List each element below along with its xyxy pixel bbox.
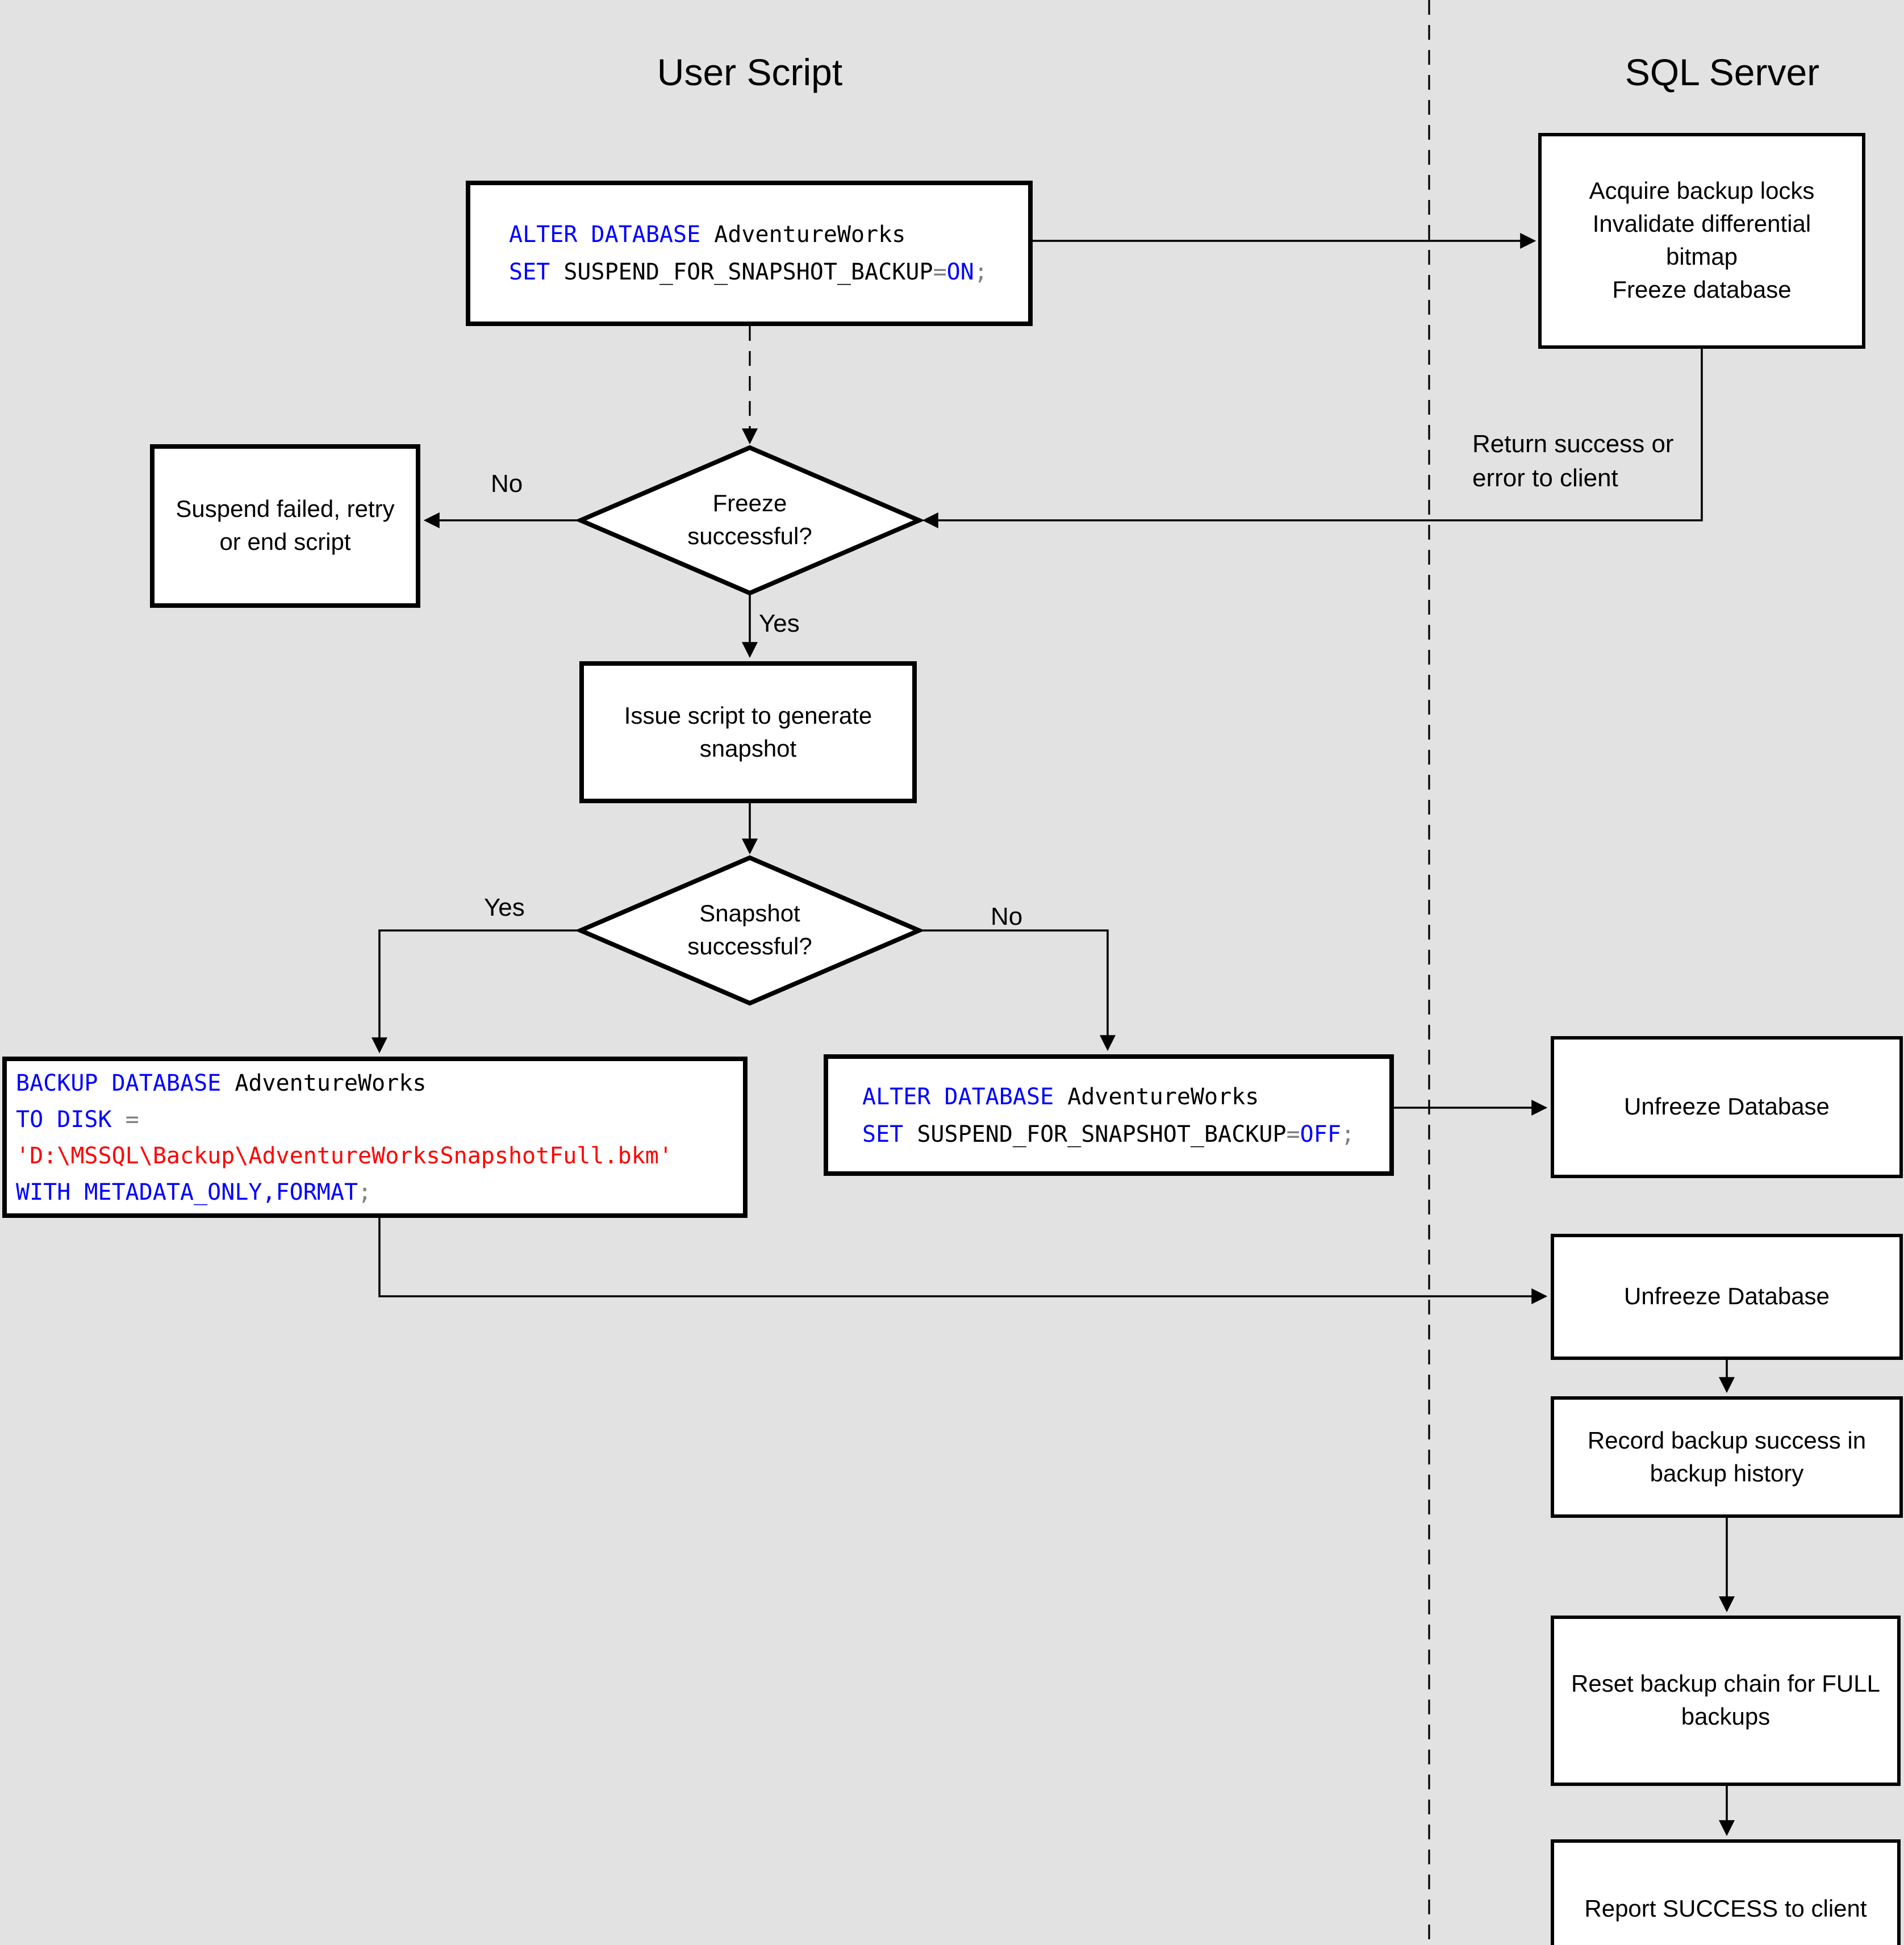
node-record-backup-history: Record backup success in backup history xyxy=(1551,1396,1903,1518)
sql-operator: ; xyxy=(1341,1120,1355,1147)
node-text: Unfreeze Database xyxy=(1624,1284,1830,1310)
sql-keyword: ALTER DATABASE xyxy=(509,220,701,248)
node-text: Report SUCCESS to client xyxy=(1584,1896,1867,1922)
node-alter-database-suspend-off: ALTER DATABASE AdventureWorks SET SUSPEN… xyxy=(824,1054,1394,1176)
sql-line: TO DISK = xyxy=(16,1101,139,1137)
node-unfreeze-database-1: Unfreeze Database xyxy=(1551,1036,1903,1178)
sql-line: WITH METADATA_ONLY,FORMAT; xyxy=(16,1174,371,1210)
sql-string: 'D:\MSSQL\Backup\AdventureWorksSnapshotF… xyxy=(16,1142,673,1169)
node-text-line: Freeze database xyxy=(1612,277,1792,303)
sql-keyword: BACKUP DATABASE xyxy=(16,1069,222,1096)
node-unfreeze-database-2: Unfreeze Database xyxy=(1551,1234,1903,1360)
sql-line: ALTER DATABASE AdventureWorks xyxy=(862,1078,1259,1115)
node-suspend-failed: Suspend failed, retry or end script xyxy=(150,444,420,608)
lane-title-sql-server: SQL Server xyxy=(1625,51,1820,93)
lane-title-user-script: User Script xyxy=(657,51,843,93)
node-report-success: Report SUCCESS to client xyxy=(1551,1839,1901,1945)
edge-label-freeze-yes: Yes xyxy=(759,609,800,637)
sql-identifier: AdventureWorks xyxy=(700,220,906,248)
decision-freeze-successful-shape xyxy=(574,445,925,596)
edge-label-snapshot-no: No xyxy=(991,902,1023,930)
edge-server-freeze-to-freeze-question xyxy=(922,349,1703,528)
node-reset-backup-chain: Reset backup chain for FULL backups xyxy=(1551,1616,1901,1786)
sql-operator: = xyxy=(125,1105,139,1133)
sql-keyword: TO DISK xyxy=(16,1105,126,1133)
sql-operator: ; xyxy=(974,258,988,285)
sql-identifier: AdventureWorks xyxy=(1054,1082,1259,1109)
node-text: Reset backup chain for FULL backups xyxy=(1571,1671,1880,1730)
node-text: Suspend failed, retry or end script xyxy=(176,496,395,556)
edge-label-snapshot-yes: Yes xyxy=(484,893,525,921)
sql-operator: = xyxy=(1286,1120,1300,1147)
sql-line: SET SUSPEND_FOR_SNAPSHOT_BACKUP=OFF; xyxy=(862,1115,1355,1153)
sql-operator: ; xyxy=(358,1178,372,1205)
decision-snapshot-successful-shape xyxy=(574,855,925,1006)
sql-line: ALTER DATABASE AdventureWorks xyxy=(509,216,905,253)
sql-line: BACKUP DATABASE AdventureWorks xyxy=(16,1065,427,1101)
sql-keyword: ON xyxy=(946,258,974,285)
edge-backup-to-unfreeze-2 xyxy=(378,1218,1548,1304)
node-text: Record backup success in backup history xyxy=(1587,1428,1867,1487)
sql-keyword: OFF xyxy=(1300,1120,1341,1147)
sql-identifier: SUSPEND_FOR_SNAPSHOT_BACKUP xyxy=(903,1120,1287,1147)
edge-label-freeze-no: No xyxy=(491,469,523,498)
node-text-line: Acquire backup locks xyxy=(1589,178,1815,204)
edge-snapshot-no-to-alter-off xyxy=(919,929,1116,1051)
node-text-line: Invalidate differential bitmap xyxy=(1592,211,1811,270)
sql-identifier: SUSPEND_FOR_SNAPSHOT_BACKUP xyxy=(550,258,933,285)
sql-keyword: ALTER DATABASE xyxy=(862,1082,1054,1109)
node-text: Issue script to generate snapshot xyxy=(624,703,872,762)
sql-keyword: WITH METADATA_ONLY,FORMAT xyxy=(16,1178,358,1205)
node-text: Unfreeze Database xyxy=(1624,1094,1830,1120)
edge-snapshot-yes-to-backup xyxy=(371,929,581,1054)
sql-operator: = xyxy=(933,258,947,285)
sql-identifier: AdventureWorks xyxy=(221,1069,427,1096)
node-acquire-locks-freeze-database: Acquire backup locks Invalidate differen… xyxy=(1538,133,1865,349)
node-alter-database-suspend-on: ALTER DATABASE AdventureWorks SET SUSPEN… xyxy=(466,181,1033,326)
node-issue-script-generate-snapshot: Issue script to generate snapshot xyxy=(579,661,917,803)
node-backup-database-metadata-only: BACKUP DATABASE AdventureWorks TO DISK =… xyxy=(2,1057,748,1218)
sql-line: SET SUSPEND_FOR_SNAPSHOT_BACKUP=ON; xyxy=(509,253,988,291)
sql-line: 'D:\MSSQL\Backup\AdventureWorksSnapshotF… xyxy=(16,1137,673,1174)
sql-keyword: SET xyxy=(509,258,550,285)
sql-keyword: SET xyxy=(862,1120,904,1147)
edge-label-return-status: Return success or error to client xyxy=(1472,429,1674,492)
